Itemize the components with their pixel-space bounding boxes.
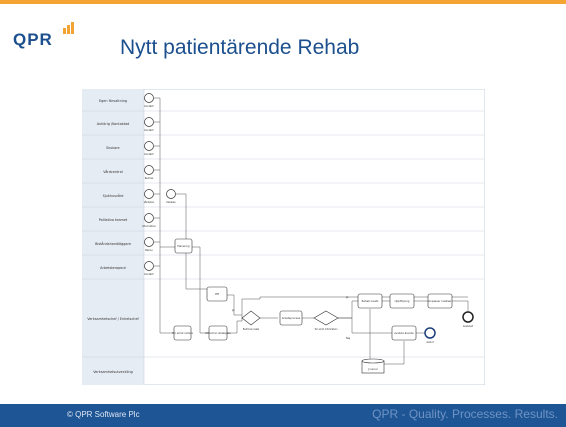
lane-label: Palliativa teamet <box>99 218 128 222</box>
event-label: Kontakt <box>144 153 153 156</box>
gateway-label: Bedöma insats <box>243 328 260 331</box>
lane-label: Egen förvaltning <box>99 99 127 103</box>
start-event <box>144 165 154 175</box>
lane-label: Sjukhusvård <box>103 193 124 198</box>
svg-text:Journal: Journal <box>368 367 378 371</box>
lane-label: Anhörig /Kontaktad <box>97 122 130 126</box>
task-planering <box>174 238 193 254</box>
top-accent-bar <box>0 0 566 4</box>
task-label: PM <box>215 292 219 296</box>
slide-title: Nytt patientärende Rehab <box>120 36 360 59</box>
footer-bar: © QPR Software Plc QPR - Quality. Proces… <box>0 404 566 427</box>
task-arbetsprocess <box>279 310 303 326</box>
event-label: Kontakt <box>144 129 153 132</box>
logo-bars-icon <box>63 22 77 34</box>
event-label: Information <box>142 225 156 228</box>
process-diagram-svg: Egen förvaltning Anhörig /Kontaktad Bruk… <box>81 88 486 386</box>
lane-label: Biståndshandläggare <box>95 241 131 246</box>
end-event-label: Avslutad <box>463 325 474 328</box>
lane-label: Vårdcentral <box>103 169 123 174</box>
task-label: Arbetsprocess <box>282 316 301 320</box>
end-event-main <box>462 311 474 323</box>
logo-text: QPR <box>13 30 53 49</box>
footer-tagline: QPR - Quality. Processes. Results. <box>372 407 558 421</box>
end-event-mid <box>424 327 436 339</box>
flow-label: Ja <box>345 295 349 299</box>
task-label: Utformar rehabplan <box>205 331 231 335</box>
lane-label: Brukare <box>106 146 119 150</box>
pool-frame <box>81 88 486 386</box>
flow-label: Ja <box>231 308 235 312</box>
lane-label: Arbetsterapeut <box>100 266 126 270</box>
task-label: Uppföljning <box>395 299 410 303</box>
lanes <box>82 89 485 385</box>
datastore-journal: Journal <box>361 358 385 374</box>
task-label: Rehab insats <box>362 299 379 303</box>
end-event-label: Avslut <box>426 341 433 344</box>
start-event <box>144 189 154 199</box>
task-anpassar <box>427 293 453 309</box>
event-label: Kontakt <box>144 105 153 108</box>
start-event <box>166 189 176 199</box>
event-label: Kallelse <box>166 201 176 204</box>
qpr-logo: QPR <box>13 22 83 56</box>
event-label: Vårdplan <box>144 201 155 204</box>
task-uppfolj <box>389 293 415 309</box>
lane-label: Verksamhetsutveckling <box>93 370 133 374</box>
task-avsluta <box>391 325 417 341</box>
event-label: Remiss <box>145 177 154 180</box>
start-event <box>144 93 154 103</box>
task-label: Avsluta ärende <box>394 331 414 335</box>
process-diagram: Egen förvaltning Anhörig /Kontaktad Bruk… <box>81 88 486 386</box>
flow-label: Nej <box>346 336 351 340</box>
lane-label: Verksamhetschef / Enhetschef <box>87 317 139 321</box>
task-pm <box>206 286 228 302</box>
task-label: Planering <box>177 244 190 248</box>
task-rehab-insats <box>357 293 383 309</box>
copyright-text: © QPR Software Plc <box>67 410 140 419</box>
gateway-bedoma <box>241 310 261 326</box>
lane-header-column <box>82 89 144 385</box>
start-event <box>144 261 154 271</box>
task-tar-emot-remiss <box>173 325 192 341</box>
event-label: Behov <box>145 249 153 252</box>
task-label: Anpassar insatser <box>428 299 452 303</box>
start-event <box>144 213 154 223</box>
start-event <box>144 141 154 151</box>
event-label: Kontakt <box>144 273 153 276</box>
start-event <box>144 117 154 127</box>
task-label: Tar emot remiss <box>172 331 193 335</box>
gateway-label: Tar emot information <box>315 328 339 331</box>
start-event <box>144 237 154 247</box>
task-rehabplan <box>208 325 228 341</box>
gateway-tar-emot-info <box>313 310 339 326</box>
